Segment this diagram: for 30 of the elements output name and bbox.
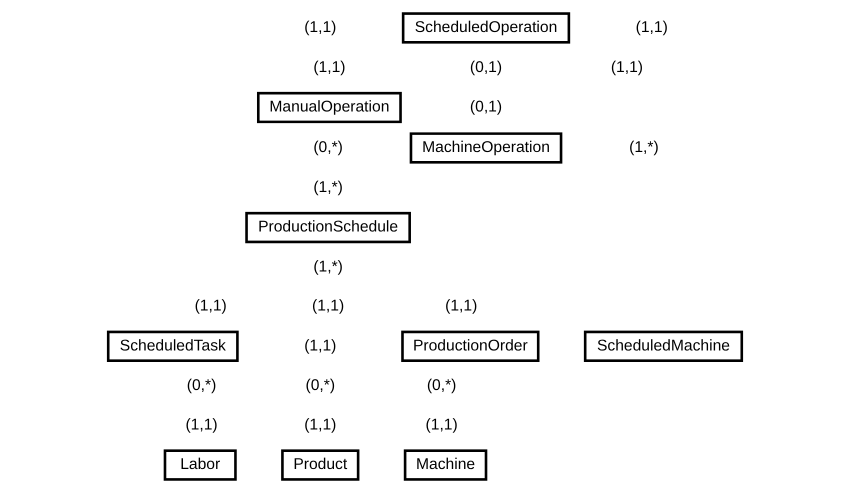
label: (1,1) [312,298,344,315]
label: (1,1) [444,298,477,315]
label: (0,*) [304,377,335,394]
node-box: ScheduledMachine [583,330,743,362]
label: (1,1) [425,416,458,434]
node-box: Product [280,449,359,481]
label: (0,1) [469,58,502,76]
label: (1,1) [194,298,226,315]
label: (1,1) [184,416,218,434]
label: (0,*) [426,377,456,394]
node-box: ScheduledOperation [401,12,570,44]
label: (1,*) [628,139,658,156]
label: (1,1) [610,58,643,76]
node-box: ProductionSchedule [244,212,410,244]
label: (1,*) [312,258,342,276]
node-box: ProductionOrder [400,330,539,362]
label: (0,1) [469,98,502,116]
label: (1,1) [304,18,336,36]
label: (0,*) [186,377,216,394]
node-box: MachineOperation [409,132,562,164]
label: (1,*) [312,178,342,196]
node-box: Labor [163,449,236,481]
label: (1,1) [304,337,336,354]
node-box: ManualOperation [256,92,402,124]
label: (1,1) [635,18,668,36]
node-box: Machine [403,449,487,481]
node-box: ScheduledTask [106,330,238,362]
label: (0,*) [312,139,342,156]
label: (1,1) [312,58,345,76]
label: (1,1) [304,416,336,434]
